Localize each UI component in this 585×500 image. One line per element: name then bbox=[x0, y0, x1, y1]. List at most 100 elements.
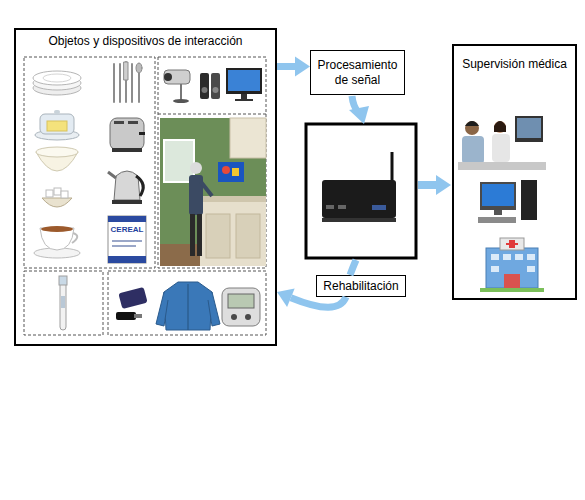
processing-unit-box-part bbox=[322, 218, 396, 222]
kitchen-photo-part bbox=[160, 244, 204, 266]
speakers-icon bbox=[200, 73, 220, 99]
butter-dish-icon-part bbox=[47, 121, 67, 131]
monitor-icon bbox=[226, 68, 262, 101]
toaster-icon-part bbox=[114, 121, 124, 124]
toaster-icon bbox=[110, 118, 145, 152]
box-title: Supervisión médica bbox=[454, 57, 575, 71]
sensor-devices-icon bbox=[116, 287, 148, 320]
monitor-icon-part bbox=[235, 99, 253, 101]
box-title: Procesamiento de señal bbox=[314, 58, 401, 87]
blood-pressure-monitor-icon-part bbox=[228, 294, 254, 308]
blood-pressure-monitor-icon-part bbox=[231, 314, 237, 320]
doctors-icon-part bbox=[458, 162, 546, 170]
toaster-icon-part bbox=[110, 118, 144, 150]
hospital-icon-part bbox=[527, 266, 535, 272]
speakers-icon-part bbox=[200, 73, 209, 99]
cutlery-icon-part bbox=[113, 64, 115, 102]
camera-icon-part bbox=[173, 99, 189, 103]
computer-icon-part bbox=[521, 180, 537, 220]
computer-icon bbox=[478, 180, 537, 223]
toaster-icon-part bbox=[139, 132, 145, 135]
camera-icon-part bbox=[164, 70, 190, 84]
kitchen-photo-part bbox=[190, 162, 202, 174]
hospital-icon-part bbox=[491, 266, 499, 272]
flow-arrow-part bbox=[352, 96, 358, 112]
kitchen-photo-part bbox=[190, 214, 195, 256]
doctors-icon-part bbox=[494, 121, 506, 132]
camera-icon-part bbox=[180, 84, 182, 100]
flow-arrow bbox=[349, 96, 451, 275]
hospital-icon bbox=[480, 238, 544, 292]
flow-arrow-part bbox=[418, 181, 436, 189]
plates-icon-part bbox=[43, 74, 71, 82]
bowl-icon bbox=[36, 147, 78, 171]
hospital-icon-part bbox=[504, 274, 520, 288]
doctors-icon-part bbox=[517, 118, 541, 138]
hospital-icon-part bbox=[480, 288, 544, 292]
bowl-icon-part bbox=[36, 152, 78, 171]
bowl-icon-part bbox=[36, 147, 78, 157]
sugar-bowl-icon-part bbox=[46, 190, 53, 197]
flow-arrow-part bbox=[349, 106, 369, 124]
kitchen-photo-part bbox=[164, 140, 194, 182]
arrow-line bbox=[291, 297, 346, 307]
cutlery-icon-part bbox=[119, 64, 121, 102]
kitchen-photo-part bbox=[189, 175, 203, 215]
kitchen-photo-part bbox=[206, 214, 230, 258]
camera-icon-part bbox=[164, 73, 172, 81]
arrow-head bbox=[277, 288, 295, 307]
tea-cup-icon bbox=[34, 226, 80, 258]
flow-arrow bbox=[277, 57, 310, 77]
box-title: Rehabilitación bbox=[323, 279, 398, 293]
jacket-icon bbox=[156, 282, 220, 330]
kettle-icon-part bbox=[136, 176, 143, 196]
cereal-box-icon-part bbox=[108, 216, 146, 222]
flow-arrow-part bbox=[436, 175, 451, 195]
plates-icon-part bbox=[33, 81, 81, 95]
doctors-icon-part bbox=[492, 134, 510, 162]
sugar-bowl-icon-part bbox=[54, 188, 61, 195]
processing-unit-box-part bbox=[322, 180, 396, 218]
blood-pressure-monitor-icon bbox=[222, 288, 260, 326]
kettle-icon-part bbox=[112, 200, 142, 204]
tea-cup-icon-part bbox=[40, 228, 74, 250]
speakers-icon-part bbox=[202, 87, 208, 93]
cutlery-icon bbox=[114, 62, 142, 102]
arrow-head bbox=[295, 57, 310, 77]
kitchen-photo bbox=[160, 118, 266, 266]
hospital-icon-part bbox=[509, 240, 515, 248]
hospital-icon-part bbox=[503, 254, 511, 260]
processing-unit-box-part bbox=[372, 205, 386, 210]
dashed-panel bbox=[24, 57, 266, 335]
toothbrush-icon-part bbox=[61, 296, 65, 308]
blood-pressure-monitor-icon-part bbox=[222, 288, 260, 326]
blood-pressure-monitor-icon-part bbox=[245, 314, 251, 320]
dashed-panel-part bbox=[24, 271, 103, 335]
butter-dish-icon bbox=[35, 110, 79, 140]
flow-arrow-part bbox=[350, 260, 356, 275]
interaction-objects-box: Objetos y dispositivos de interacción bbox=[14, 28, 277, 346]
kitchen-photo-part bbox=[201, 182, 212, 196]
jacket-icon-part bbox=[156, 292, 168, 326]
cereal-box-icon-part bbox=[108, 256, 146, 263]
computer-icon-part bbox=[482, 184, 514, 206]
arrow-line bbox=[277, 63, 295, 70]
sugar-bowl-icon-part bbox=[42, 198, 72, 207]
hospital-icon-part bbox=[515, 254, 523, 260]
monitor-icon-part bbox=[228, 70, 260, 91]
hospital-icon-part bbox=[491, 254, 499, 260]
kitchen-photo-part bbox=[196, 196, 266, 202]
toaster-icon-part bbox=[128, 121, 138, 124]
sensor-devices-icon-part bbox=[116, 312, 136, 320]
dashed-panel-part bbox=[158, 114, 266, 115]
hospital-icon-part bbox=[486, 248, 538, 288]
butter-dish-icon-part bbox=[54, 110, 60, 114]
hospital-icon-part bbox=[500, 238, 524, 250]
monitor-icon-part bbox=[241, 94, 247, 99]
hospital-icon-part bbox=[506, 243, 518, 245]
kettle-icon-part bbox=[114, 171, 140, 200]
toaster-icon-part bbox=[112, 148, 142, 152]
supervision-box: Supervisión médica bbox=[452, 44, 577, 300]
plates-icon bbox=[33, 71, 81, 95]
